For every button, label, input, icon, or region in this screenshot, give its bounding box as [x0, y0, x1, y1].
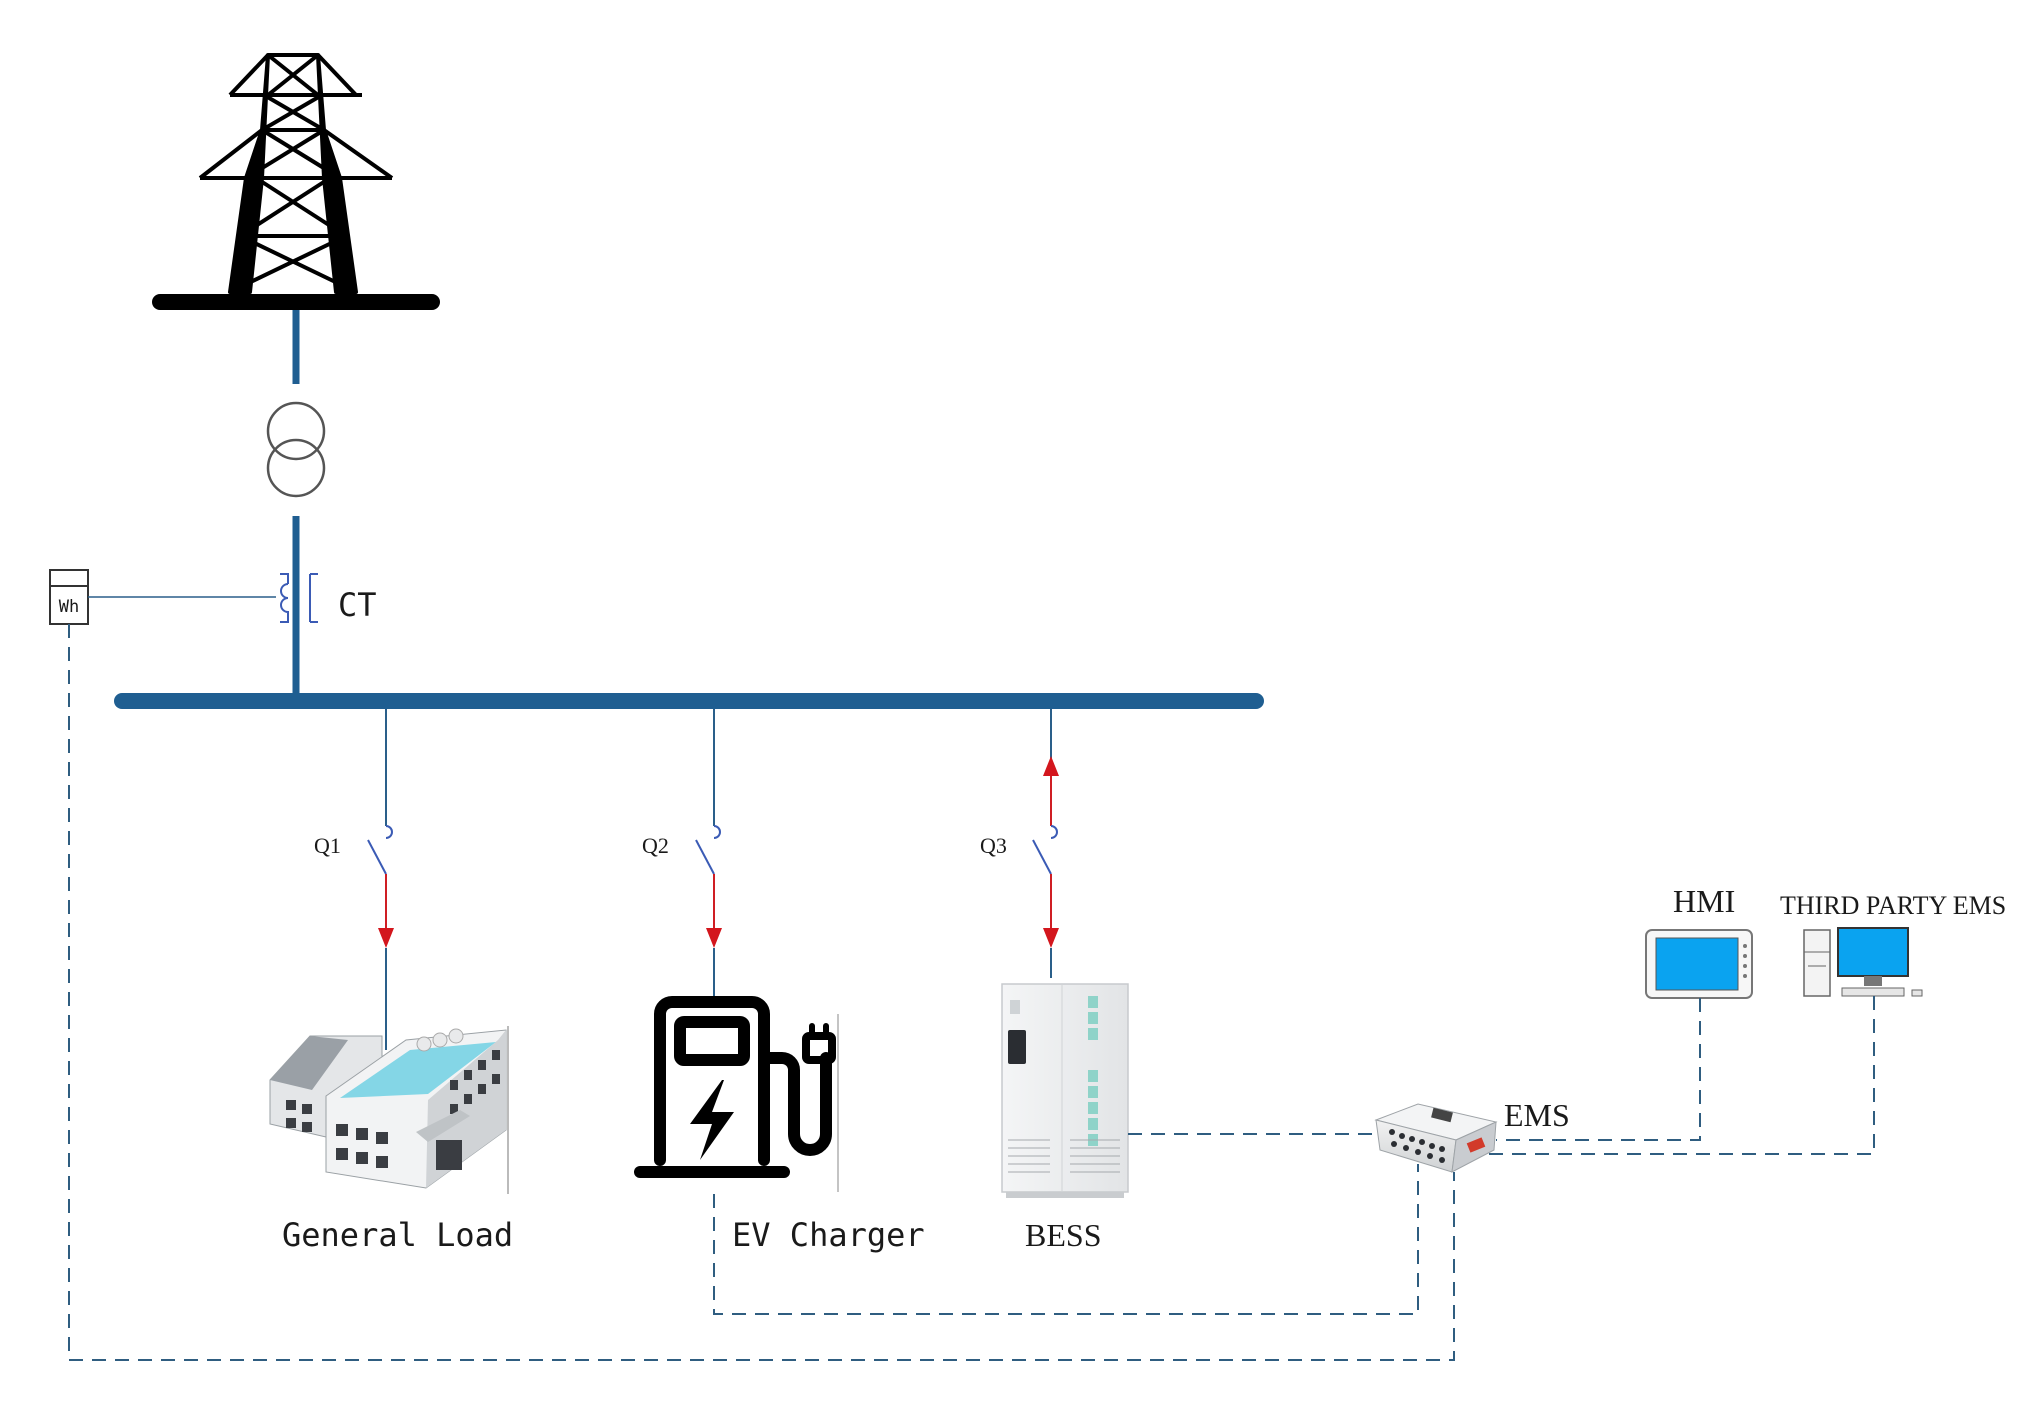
general-load-label: General Load: [282, 1216, 513, 1254]
current-transformer-icon: [280, 573, 318, 623]
ct-label: CT: [338, 586, 377, 624]
transmission-tower-icon: [198, 53, 394, 294]
q2-flow-arrow: [706, 928, 722, 948]
charger-ems-link: [713, 1164, 1419, 1315]
feeder-q3: [1032, 709, 1059, 978]
hmi-ems-link: [1496, 998, 1701, 1141]
touch-panel-icon: [1645, 929, 1753, 999]
transformer-icon: [266, 401, 326, 498]
q2-label: Q2: [642, 833, 669, 858]
ems-controller-icon: [1374, 1103, 1498, 1173]
energy-meter-icon: Wh: [49, 569, 89, 625]
meter-ems-link: [68, 624, 1455, 1361]
third-party-ems-label: THIRD PARTY EMS: [1780, 891, 2006, 920]
pc-ems-link: [1480, 996, 1875, 1155]
hmi-label: HMI: [1673, 883, 1735, 919]
q3-label: Q3: [980, 833, 1007, 858]
ev-charger-bolt: [690, 1080, 734, 1160]
q3-import-arrow: [1043, 928, 1059, 948]
feeder-q2: [695, 709, 722, 998]
ev-charger-icon: [634, 996, 836, 1178]
bess-label: BESS: [1025, 1217, 1101, 1253]
building-icon: [269, 1026, 509, 1194]
feeder-q1: [367, 709, 394, 1050]
q3-export-arrow: [1043, 756, 1059, 776]
ems-label: EMS: [1504, 1097, 1570, 1133]
communication-links: [68, 624, 1875, 1361]
battery-cabinet-icon: [1001, 983, 1129, 1198]
meter-label: Wh: [59, 597, 79, 617]
desktop-computer-icon: [1803, 927, 1923, 997]
q1-flow-arrow: [378, 928, 394, 948]
ev-charger-label: EV Charger: [732, 1216, 925, 1254]
q1-label: Q1: [314, 833, 341, 858]
